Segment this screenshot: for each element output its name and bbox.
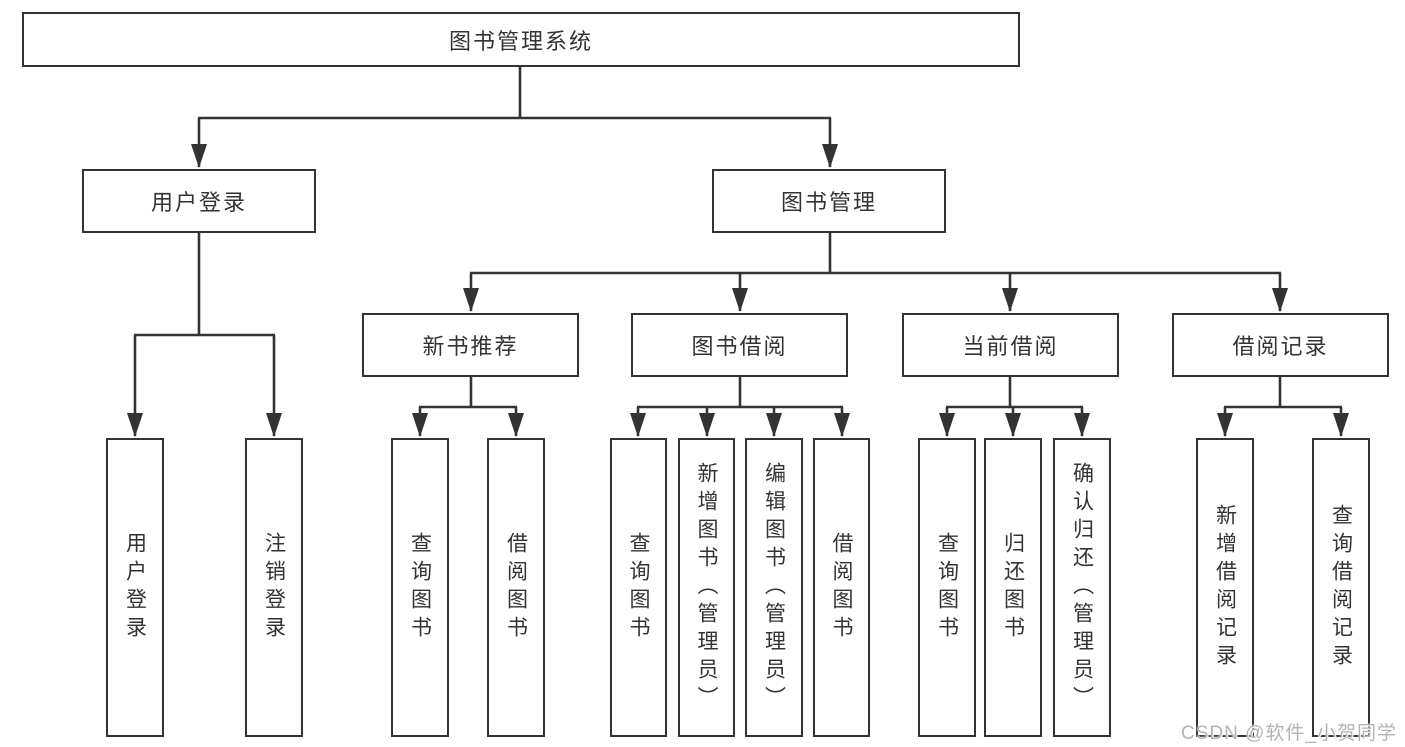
leaf-logout: 注销登录: [245, 438, 303, 737]
leaf-edit-book-admin: 编辑图书（管理员）: [745, 438, 803, 737]
node-borrowing-records: 借阅记录: [1172, 313, 1389, 377]
leaf-label: 新增借阅记录: [1213, 503, 1237, 672]
leaf-add-book-admin: 新增图书（管理员）: [678, 438, 735, 737]
node-user-login: 用户登录: [82, 169, 316, 233]
leaf-label: 查询图书: [935, 531, 959, 644]
edge-user-login-split: [134, 233, 275, 337]
edge-current-borrowing-split: [946, 377, 1083, 409]
leaf-borrow-books-borrow: 借阅图书: [813, 438, 870, 737]
edge-root-split: [198, 67, 831, 120]
edge-new-book-recommendation-split: [419, 377, 517, 409]
edge-book-management-split: [470, 233, 1281, 275]
node-label: 图书管理: [780, 190, 877, 215]
node-library-management-system: 图书管理系统: [22, 12, 1020, 67]
leaf-query-books-borrow: 查询图书: [610, 438, 667, 737]
node-label: 借阅记录: [1232, 334, 1329, 359]
node-current-borrowing: 当前借阅: [902, 313, 1119, 377]
leaf-label: 新增图书（管理员）: [695, 461, 718, 714]
leaf-label: 借阅图书: [830, 531, 853, 644]
node-label: 图书借阅: [691, 334, 788, 359]
leaf-borrow-books-rec: 借阅图书: [487, 438, 545, 737]
leaf-label: 确认归还（管理员）: [1070, 461, 1094, 714]
node-label: 新书推荐: [422, 334, 519, 359]
leaf-query-books-current: 查询图书: [918, 438, 976, 737]
leaf-label: 注销登录: [262, 531, 286, 644]
leaf-add-borrow-record: 新增借阅记录: [1196, 438, 1254, 737]
leaf-return-book: 归还图书: [984, 438, 1042, 737]
leaf-label: 归还图书: [1001, 531, 1025, 644]
node-label: 当前借阅: [962, 334, 1059, 359]
node-label: 用户登录: [150, 190, 247, 215]
leaf-query-borrow-record: 查询借阅记录: [1312, 438, 1370, 737]
leaf-label: 查询图书: [408, 531, 432, 644]
leaf-confirm-return-admin: 确认归还（管理员）: [1053, 438, 1111, 737]
node-book-borrowing: 图书借阅: [631, 313, 848, 377]
edge-book-borrowing-split: [637, 377, 843, 409]
leaf-label: 用户登录: [123, 531, 147, 644]
node-label: 图书管理系统: [448, 28, 593, 54]
leaf-label: 查询借阅记录: [1329, 503, 1353, 672]
leaf-label: 查询图书: [627, 531, 650, 644]
node-book-management: 图书管理: [712, 169, 946, 233]
leaf-label: 编辑图书（管理员）: [762, 461, 786, 714]
csdn-watermark: CSDN @软件_小贺同学: [1181, 723, 1397, 744]
leaf-label: 借阅图书: [504, 531, 528, 644]
node-new-book-recommendation: 新书推荐: [362, 313, 579, 377]
leaf-user-login: 用户登录: [106, 438, 164, 737]
leaf-query-books-rec: 查询图书: [391, 438, 449, 737]
edge-borrowing-records-split: [1224, 377, 1342, 409]
